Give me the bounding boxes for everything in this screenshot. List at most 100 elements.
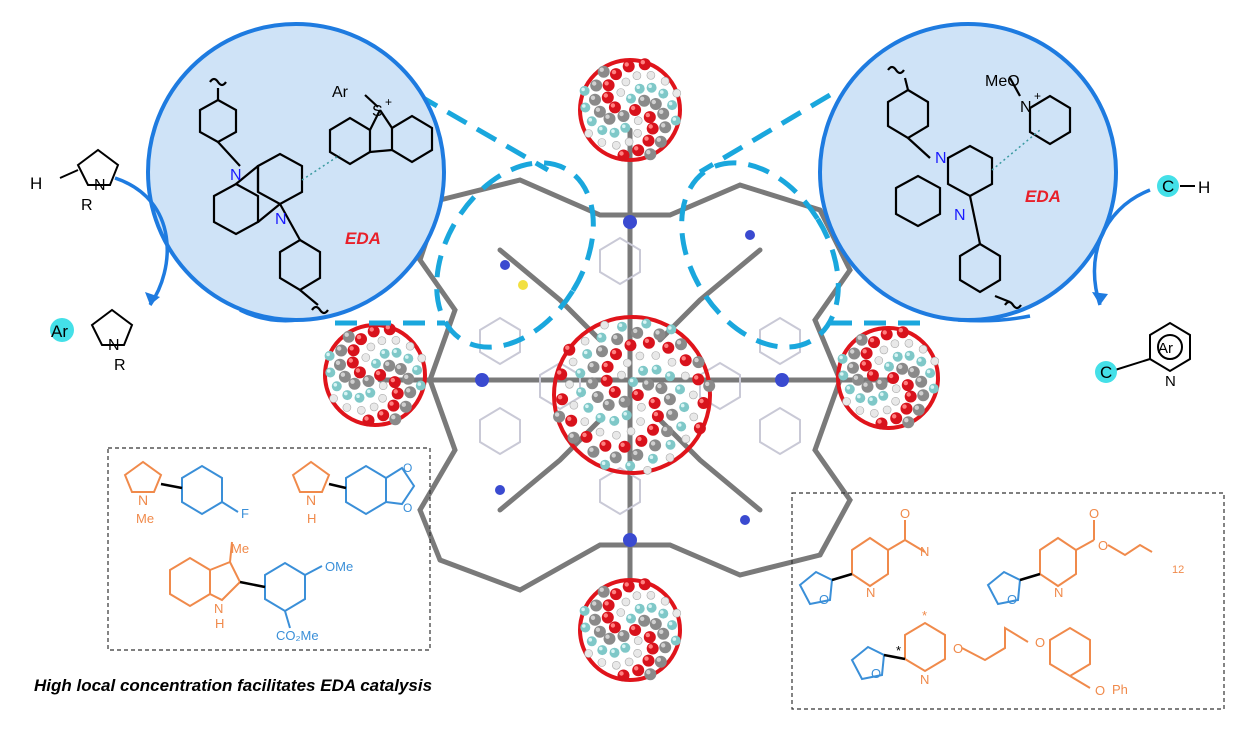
cluster-atom xyxy=(354,392,365,403)
cluster-atom xyxy=(654,135,667,148)
nitrogen-label-2: N xyxy=(275,211,287,228)
nitrogen-label-4: N xyxy=(954,207,966,224)
cluster-atom xyxy=(904,350,915,361)
cluster-atom xyxy=(633,636,643,646)
cluster-atom xyxy=(638,578,651,591)
cluster-atom xyxy=(851,373,864,386)
pyridinium-n-label: N xyxy=(1020,99,1032,116)
cluster-atom xyxy=(647,423,659,436)
cluster-atom xyxy=(633,648,642,658)
cluster-atom xyxy=(587,361,600,374)
metal-cluster-right xyxy=(836,326,940,430)
cluster-atom xyxy=(362,414,375,427)
cluster-atom xyxy=(878,390,889,401)
cluster-atom xyxy=(377,409,390,422)
box1-n-label: N xyxy=(138,492,148,508)
cluster-atom xyxy=(629,624,642,636)
cluster-atom xyxy=(642,336,655,349)
cluster-atom xyxy=(844,384,855,395)
metal-cluster-bottom xyxy=(578,578,682,682)
cluster-atom xyxy=(842,397,851,406)
cluster-atom xyxy=(405,341,415,351)
figure-caption: High local concentration facilitates EDA… xyxy=(34,676,433,695)
cluster-atom xyxy=(900,402,913,415)
cluster-atom xyxy=(670,115,681,126)
cluster-atom xyxy=(659,121,672,134)
cluster-atom xyxy=(659,641,672,654)
cluster-atom xyxy=(646,71,656,80)
sulfonium-s-label: S xyxy=(372,103,383,120)
cluster-atom xyxy=(603,112,616,125)
cluster-atom xyxy=(882,405,892,415)
right-substrate-box: O O O N O N N O O 12 N O O O Ph * * xyxy=(791,492,1225,710)
cluster-atom xyxy=(654,655,667,668)
cluster-atom xyxy=(596,332,607,343)
cluster-atom xyxy=(646,642,659,655)
cluster-atom xyxy=(595,412,606,423)
ether-o3-label: O xyxy=(1095,683,1105,698)
cluster-atom xyxy=(651,351,661,360)
cluster-atom xyxy=(612,430,621,440)
cluster-atom xyxy=(670,635,681,646)
cluster-atom xyxy=(657,627,670,640)
cluster-atom xyxy=(667,357,677,367)
product-c-label: C xyxy=(1100,363,1112,382)
cluster-atom xyxy=(646,590,656,600)
cluster-atom xyxy=(387,399,400,412)
cluster-atom xyxy=(868,336,880,349)
cluster-atom xyxy=(632,71,642,80)
cluster-atom xyxy=(689,412,699,422)
product-r-label: R xyxy=(114,357,126,374)
cluster-atom xyxy=(579,85,590,96)
cluster-atom xyxy=(609,647,620,658)
co2me-label: CO₂Me xyxy=(276,628,319,643)
cluster-atom xyxy=(580,336,590,346)
cluster-atom xyxy=(579,605,590,616)
cluster-atom xyxy=(402,372,415,385)
cluster-atom xyxy=(688,390,698,400)
cluster-atom xyxy=(617,149,630,162)
cluster-atom xyxy=(610,68,622,81)
cluster-atom xyxy=(916,356,927,367)
cluster-atom xyxy=(869,408,879,418)
cluster-atom xyxy=(907,366,920,378)
star-label-2: * xyxy=(922,608,927,623)
indole-h-label: H xyxy=(215,616,224,631)
cluster-atom xyxy=(638,614,651,627)
cluster-atom xyxy=(676,421,687,432)
cluster-atom xyxy=(891,384,901,394)
cluster-atom xyxy=(647,453,658,464)
cluster-atom xyxy=(680,371,690,381)
cluster-atom xyxy=(642,134,655,147)
cluster-atom xyxy=(657,107,670,120)
cluster-atom xyxy=(631,448,644,461)
cluster-atom xyxy=(901,379,914,392)
cluster-atom xyxy=(623,358,632,368)
cluster-atom xyxy=(643,111,656,124)
cluster-atom xyxy=(880,328,893,341)
product-n-label: N xyxy=(108,337,120,354)
nitrogen-label-1: N xyxy=(230,167,242,184)
left-eda-complex-circle: N N Ar S + EDA xyxy=(146,22,446,322)
dioxole-o1-label: O xyxy=(403,461,412,475)
metal-cluster-center xyxy=(552,315,716,475)
cluster-atom xyxy=(666,408,679,421)
cluster-atom xyxy=(624,137,634,147)
cluster-atom xyxy=(389,413,402,426)
cluster-atom xyxy=(867,395,878,406)
cluster-atom xyxy=(609,127,620,138)
cluster-atom xyxy=(646,82,657,93)
ar-label: Ar xyxy=(332,84,349,101)
right-reaction-scheme: C H C Ar N xyxy=(957,175,1210,390)
cluster-atom xyxy=(637,402,646,412)
cluster-atom xyxy=(584,129,593,138)
cluster-atom xyxy=(665,371,675,382)
cluster-atom xyxy=(325,367,336,378)
cluster-atom xyxy=(587,445,600,458)
dashed-highlights xyxy=(335,92,930,350)
cluster-atom xyxy=(658,608,669,619)
cluster-atom xyxy=(646,122,659,135)
cluster-atom xyxy=(692,373,705,386)
product-ar-label-2: Ar xyxy=(1158,340,1173,357)
cluster-atom xyxy=(638,365,649,376)
